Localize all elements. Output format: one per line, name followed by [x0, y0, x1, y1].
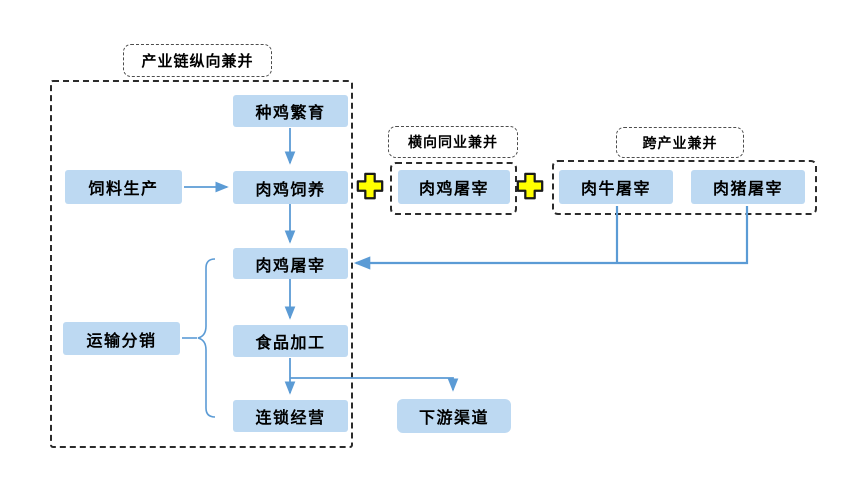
vertical-merger-label: 产业链纵向兼并: [123, 44, 272, 77]
node-downstream: 下游渠道: [395, 397, 513, 435]
plus-icon: [516, 172, 544, 200]
horizontal-merger-label: 横向同业兼并: [388, 126, 518, 158]
node-feed: 饲料生产: [65, 170, 182, 204]
node-h-chicken-slaughter: 肉鸡屠宰: [398, 170, 510, 204]
plus-icon: [356, 172, 384, 200]
node-breeding: 种鸡繁育: [233, 95, 348, 127]
node-transport: 运输分销: [63, 322, 180, 355]
node-chain-ops: 连锁经营: [233, 400, 348, 432]
cross-merger-label: 跨产业兼并: [616, 127, 744, 158]
node-cattle-slaughter: 肉牛屠宰: [559, 170, 673, 204]
node-processing: 食品加工: [233, 325, 348, 357]
node-raising: 肉鸡饲养: [233, 171, 348, 204]
arrow-to-downstream: [290, 377, 459, 392]
node-pig-slaughter: 肉猪屠宰: [691, 170, 805, 204]
transport-brace: [197, 258, 216, 418]
node-slaughter: 肉鸡屠宰: [233, 248, 348, 279]
arrow-cross-to-slaughter: [353, 206, 749, 270]
